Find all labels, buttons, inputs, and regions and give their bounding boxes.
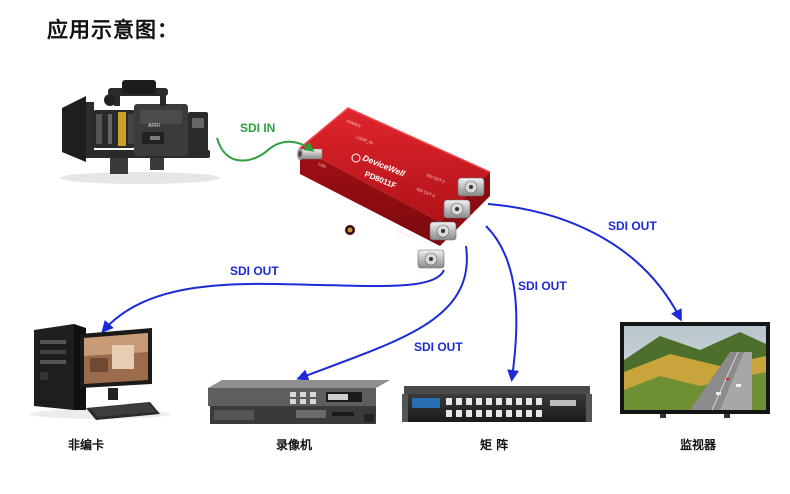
converter-box: LED LOOP_IN SDI OUT 3 SDI OUT 4 SDI OUT … xyxy=(297,107,491,269)
svg-text:POWER: POWER xyxy=(346,118,362,128)
label-sdi-out-recorder: SDI OUT xyxy=(414,340,463,354)
bnc-output-3 xyxy=(429,221,457,241)
label-sdi-in: SDI IN xyxy=(240,121,276,135)
cinema-camera: ARRI xyxy=(60,80,220,184)
svg-text:LED: LED xyxy=(318,161,327,169)
label-sdi-out-capture: SDI OUT xyxy=(230,264,279,278)
label-capture-card: 非编卡 xyxy=(68,438,105,452)
bnc-output-4 xyxy=(417,249,445,269)
label-recorder: 录像机 xyxy=(276,438,313,452)
arrow-to-capture-card xyxy=(101,269,445,333)
label-sdi-out-matrix: SDI OUT xyxy=(518,279,567,293)
svg-text:ARRI: ARRI xyxy=(148,123,160,129)
page-title: 应用示意图： xyxy=(47,18,179,42)
video-recorder xyxy=(208,380,390,424)
bnc-input-connector xyxy=(297,148,323,160)
bnc-output-2 xyxy=(443,199,471,219)
svg-text:LOOP_IN: LOOP_IN xyxy=(356,134,374,145)
arrow-to-matrix xyxy=(485,225,520,382)
tv-monitor xyxy=(620,322,770,418)
arrow-sdi-in xyxy=(216,137,315,162)
workstation-pc xyxy=(30,324,170,420)
video-matrix xyxy=(402,386,592,422)
label-matrix: 矩 阵 xyxy=(480,438,509,452)
arrow-to-recorder xyxy=(296,245,468,381)
label-sdi-out-monitor: SDI OUT xyxy=(608,219,657,233)
bnc-output-1 xyxy=(457,177,485,197)
label-monitor: 监视器 xyxy=(680,438,717,452)
arrow-to-monitor xyxy=(487,203,682,322)
